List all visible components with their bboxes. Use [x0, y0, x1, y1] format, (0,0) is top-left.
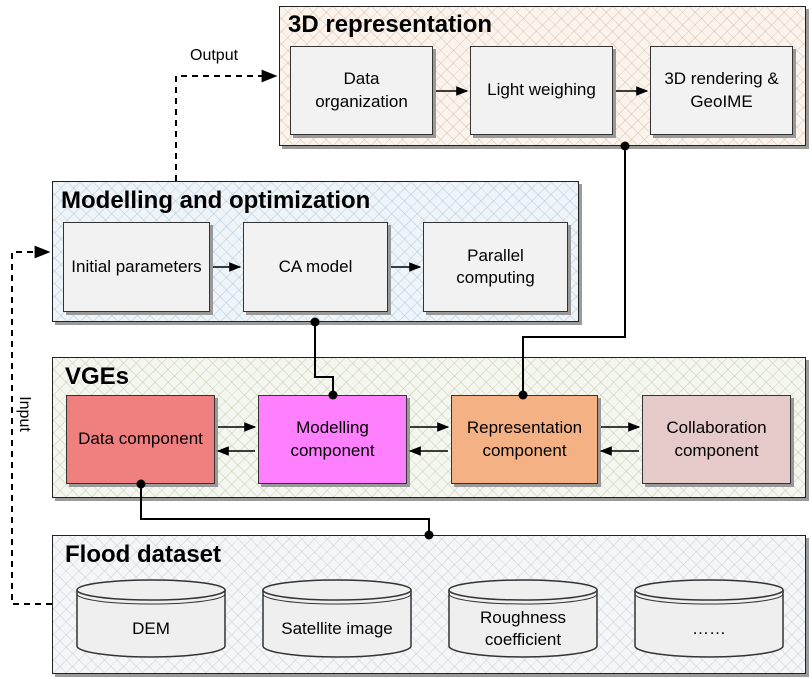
link-modelling-panel-to-component	[314, 322, 334, 395]
junction-dot	[310, 317, 320, 327]
database-cylinder-icon	[634, 579, 784, 658]
dashed-output-path	[175, 69, 278, 181]
dashed-input-path	[11, 245, 52, 605]
box-data-organization: Data organization	[290, 46, 433, 135]
component-data: Data component	[66, 395, 215, 484]
component-collaboration: Collaboration component	[642, 395, 791, 484]
dataset-dem: DEM	[76, 579, 226, 659]
junction-dot	[328, 390, 338, 400]
panel-title-vges: VGEs	[65, 363, 130, 390]
dataset-label: Satellite image	[281, 618, 393, 638]
dataset-roughness-coefficient: Roughness coefficient	[448, 579, 598, 659]
box-light-weighing: Light weighing	[470, 46, 613, 135]
box-3d-rendering: 3D rendering & GeoIME	[650, 46, 793, 135]
input-label: Input	[15, 396, 33, 432]
database-cylinder-icon	[448, 579, 598, 658]
box-ca-model: CA model	[243, 222, 388, 312]
box-parallel-computing: Parallel computing	[423, 222, 568, 312]
dataset-satellite-image: Satellite image	[262, 579, 412, 659]
panel-title-flood-dataset: Flood dataset	[65, 541, 222, 568]
junction-dot	[620, 141, 630, 151]
panel-title-3d-representation: 3D representation	[288, 11, 493, 38]
panel-title-modelling-optimization: Modelling and optimization	[61, 187, 371, 214]
database-cylinder-icon	[76, 579, 226, 658]
junction-dot	[424, 530, 434, 540]
dataset-label: DEM	[132, 618, 170, 638]
junction-dot	[136, 479, 146, 489]
output-label: Output	[190, 47, 239, 64]
database-cylinder-icon	[262, 579, 412, 658]
box-initial-parameters: Initial parameters	[63, 222, 210, 312]
dataset-label: Roughness coefficient	[479, 607, 566, 649]
component-modelling: Modelling component	[258, 395, 407, 484]
component-representation: Representation component	[451, 395, 598, 484]
junction-dot	[518, 390, 528, 400]
link-representation-panel-to-component	[522, 146, 626, 395]
dataset-label: ……	[692, 618, 726, 638]
link-data-component-to-dataset	[140, 484, 430, 535]
dataset-ellipsis: ……	[634, 579, 784, 659]
